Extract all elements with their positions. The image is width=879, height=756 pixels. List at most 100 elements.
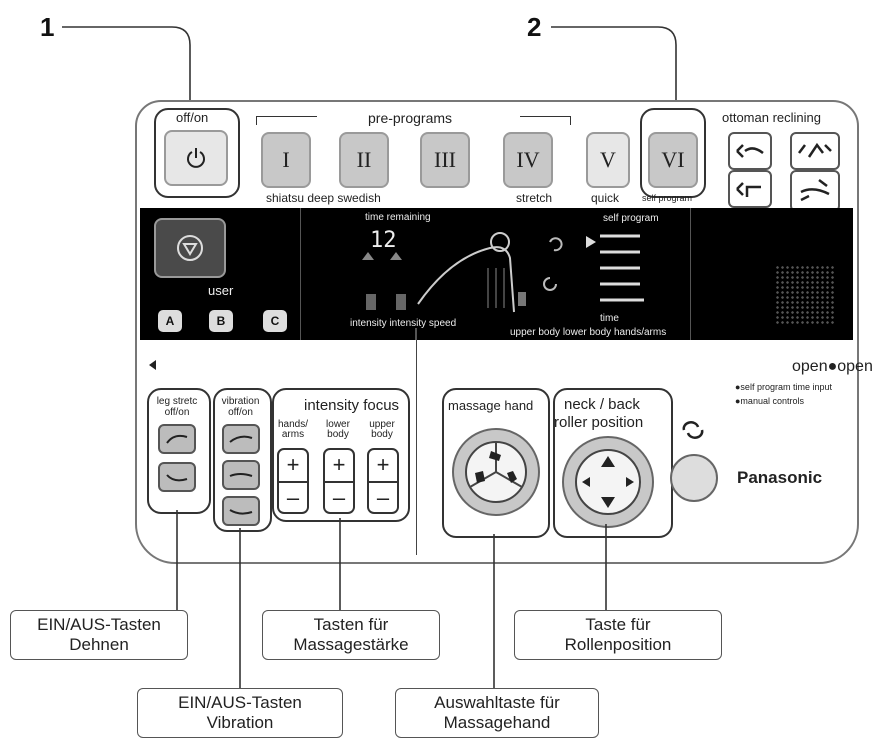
vibration-1-icon [229, 435, 253, 443]
label-leg-stretch-line2: Dehnen [69, 635, 129, 654]
intensity-focus-group [272, 388, 410, 522]
collapse-arrow-icon[interactable] [149, 360, 156, 370]
hands-arms-stepper[interactable]: +– [277, 448, 309, 514]
upper-body-stepper[interactable]: +– [367, 448, 399, 514]
user-button-a[interactable]: A [158, 310, 182, 332]
pre-programs-bracket [256, 116, 317, 125]
upper-body-plus[interactable]: + [369, 450, 397, 483]
time-display-label: time [600, 313, 619, 324]
user-button-b[interactable]: B [209, 310, 233, 332]
leg-stretch-on-icon [166, 434, 188, 444]
vibration-2-icon [229, 473, 253, 477]
lower-divider [416, 340, 417, 555]
lower-body-plus[interactable]: + [325, 450, 353, 483]
time-remaining-label: time remaining [365, 212, 431, 223]
label-intensity-line1: Tasten für [313, 615, 389, 634]
roller-position-dial[interactable] [562, 436, 654, 528]
intensity-speed-label: intensity intensity speed [350, 318, 457, 329]
neck-back-label: neck / back [564, 396, 640, 413]
recline-up-button[interactable] [790, 132, 840, 170]
massage-hand-dial[interactable] [452, 428, 540, 516]
program-button-1[interactable]: I [261, 132, 311, 188]
leg-stretch-off-icon [166, 474, 188, 482]
brand-logo: Panasonic [737, 468, 823, 487]
massage-hand-label: massage hand [448, 398, 534, 413]
recline-down-icon [800, 179, 830, 202]
ottoman-up-icon [736, 144, 764, 158]
display-divider-right [690, 208, 691, 340]
label-roller-line2: Rollenposition [564, 635, 672, 654]
label-intensity-line2: Massagestärke [293, 635, 409, 654]
quick-caption: quick [591, 191, 620, 205]
callout-number-2: 2 [527, 12, 542, 42]
ottoman-down-button[interactable] [728, 170, 772, 208]
off-on-label: off/on [176, 110, 209, 125]
ottoman-reclining-label: ottoman reclining [722, 110, 821, 125]
leg-stretch-group [147, 388, 211, 514]
label-intensity-buttons: Tasten für Massagestärke [262, 610, 440, 660]
roller-position-group [553, 388, 673, 538]
intensity-focus-label: intensity focus [304, 397, 400, 414]
body-parts-label: upper body lower body hands/arms [510, 327, 667, 338]
program-button-4[interactable]: IV [503, 132, 553, 188]
callout-leaders-top [62, 26, 677, 108]
program-button-6[interactable]: VI [648, 132, 698, 188]
label-roller-position: Taste für Rollenposition [514, 610, 722, 660]
ottoman-up-button[interactable] [728, 132, 772, 170]
label-leg-stretch-buttons: EIN/AUS-Tasten Dehnen [10, 610, 188, 660]
cycle-icon [682, 421, 704, 439]
ottoman-down-icon [736, 182, 761, 197]
power-button[interactable] [164, 130, 228, 186]
leg-stretch-label: leg stretc off/on [156, 396, 198, 418]
upper-body-minus[interactable]: – [376, 485, 390, 510]
stretch-caption: stretch [516, 191, 553, 205]
leg-stretch-on-button[interactable] [158, 424, 196, 454]
pre-programs-label: pre-programs [368, 110, 453, 126]
roller-direction-icon [575, 449, 641, 515]
focus-upper-body-label: upper body [369, 419, 395, 440]
cycle-button[interactable] [670, 454, 718, 502]
self-program-display-label: self program [603, 213, 659, 224]
hands-arms-minus[interactable]: – [286, 485, 300, 510]
label-massage-hand-line2: Massagehand [443, 713, 551, 732]
hands-arms-plus[interactable]: + [279, 450, 307, 483]
user-label: user [208, 283, 234, 298]
manual-controls-label: ●manual controls [735, 396, 804, 406]
self-program-time-input-label: ●self program time input [735, 382, 832, 392]
massage-hand-group [442, 388, 550, 538]
time-remaining-value: 12 [370, 228, 397, 253]
leg-stretch-off-button[interactable] [158, 462, 196, 492]
vibration-3-icon [229, 509, 253, 515]
self-program-highlight-ring [640, 108, 706, 198]
vibration-group [213, 388, 272, 532]
label-massage-hand-line1: Auswahltaste für [434, 693, 560, 712]
power-highlight-ring [154, 108, 240, 198]
vibration-label: vibration off/on [221, 396, 260, 418]
label-vibration-line1: EIN/AUS-Tasten [178, 693, 302, 712]
focus-lower-body-label: lower body [326, 419, 350, 440]
roller-position-label: roller position [554, 414, 644, 431]
stop-icon [177, 235, 203, 261]
label-massage-hand: Auswahltaste für Massagehand [395, 688, 599, 738]
lower-body-stepper[interactable]: +– [323, 448, 355, 514]
program-button-5[interactable]: V [586, 132, 630, 188]
program-button-2[interactable]: II [339, 132, 389, 188]
lower-body-minus[interactable]: – [332, 485, 346, 510]
label-vibration-buttons: EIN/AUS-Tasten Vibration [137, 688, 343, 738]
pre-programs-bracket-right [520, 116, 571, 125]
stop-button[interactable] [154, 218, 226, 278]
program-button-3[interactable]: III [420, 132, 470, 188]
vibration-button-3[interactable] [222, 496, 260, 526]
user-button-c[interactable]: C [263, 310, 287, 332]
display-divider-left [300, 208, 301, 340]
vibration-button-1[interactable] [222, 424, 260, 454]
self-program-caption: self program [642, 193, 693, 203]
recline-up-icon [798, 142, 832, 158]
massage-hand-icon [465, 441, 527, 503]
label-vibration-line2: Vibration [206, 713, 274, 732]
callout-number-1: 1 [40, 12, 55, 42]
label-roller-line1: Taste für [585, 615, 651, 634]
vibration-button-2[interactable] [222, 460, 260, 490]
label-leg-stretch-line1: EIN/AUS-Tasten [37, 615, 161, 634]
